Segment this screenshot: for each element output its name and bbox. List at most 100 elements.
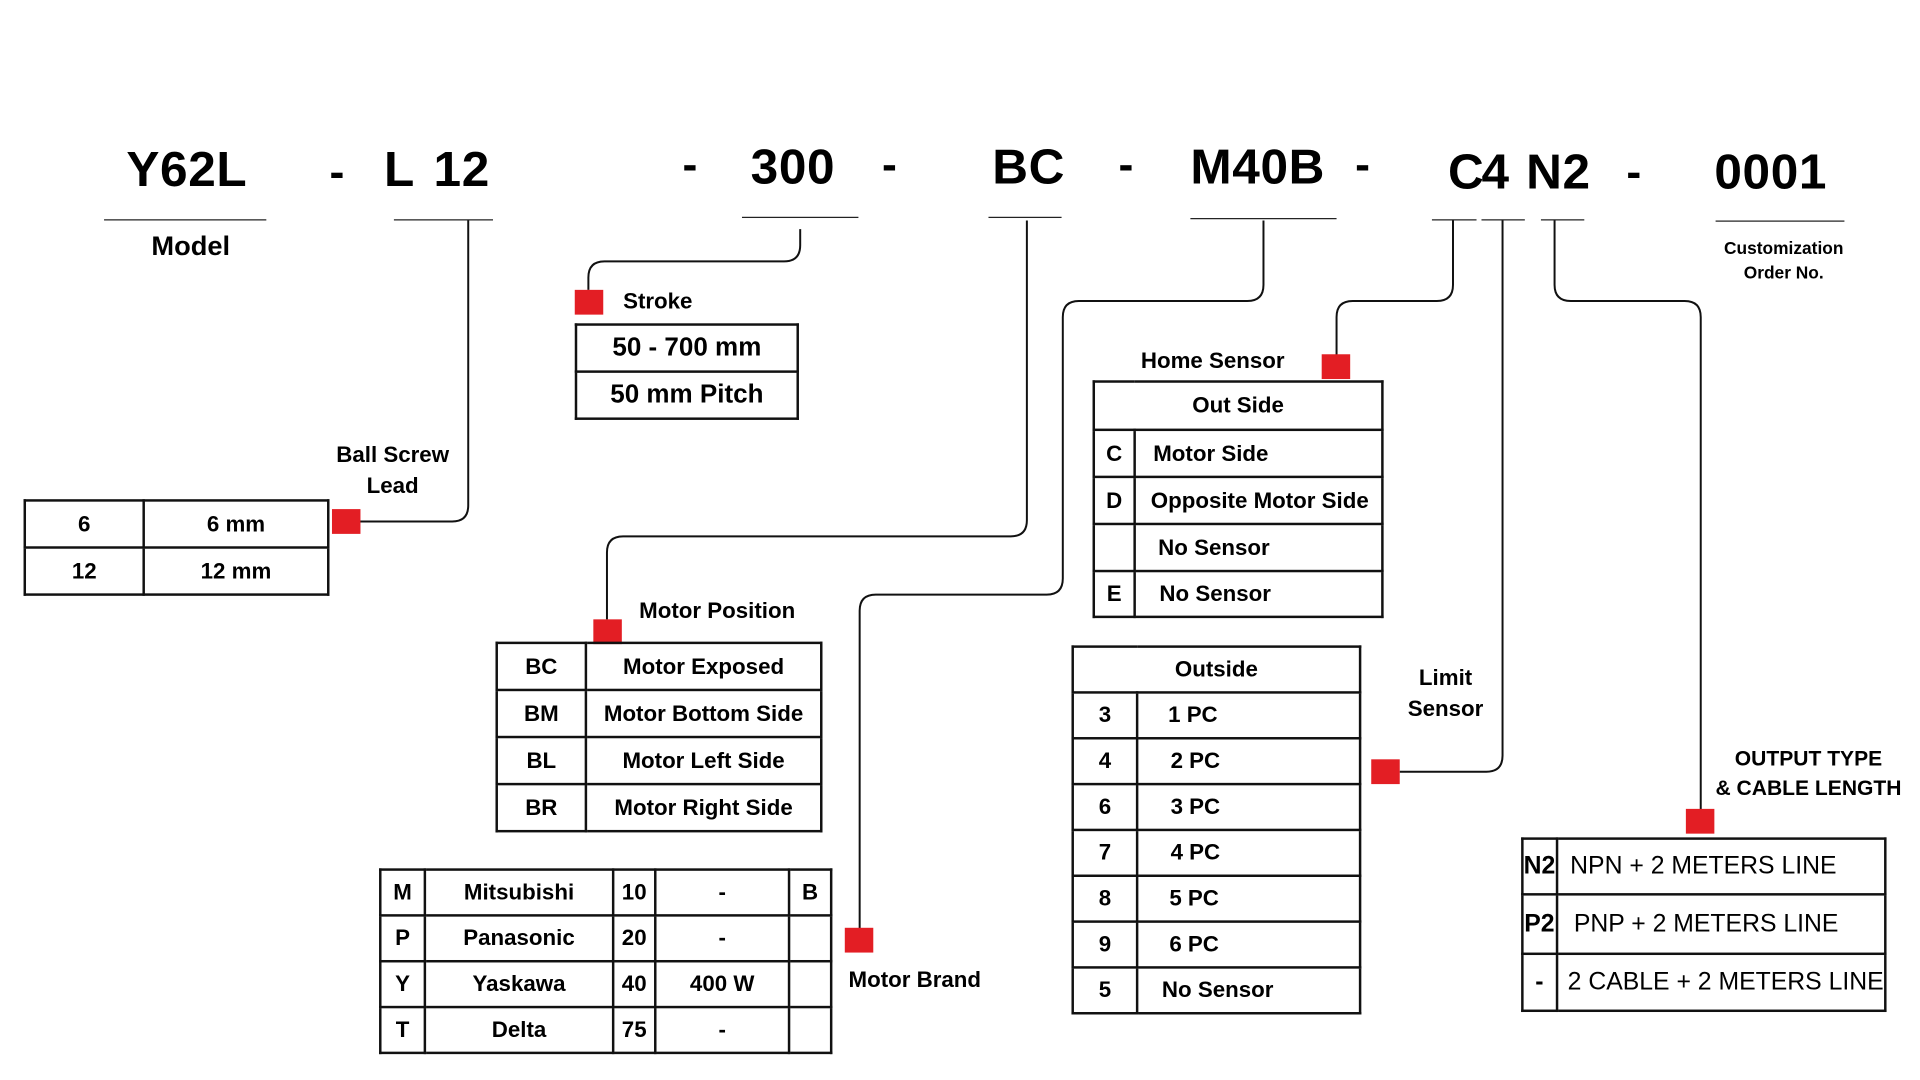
cell-power: - [654, 868, 791, 917]
cell-brake [787, 959, 833, 1009]
cell-value: No Sensor [1133, 522, 1384, 573]
table-row: 12 12 mm [23, 546, 330, 596]
cell-code: 5 [1071, 966, 1139, 1015]
connector-motor-brand [858, 220, 1265, 930]
cell-value: 12 mm [142, 546, 330, 596]
table-row: T Delta 75 - [379, 1005, 833, 1055]
table-row: Y Yaskawa 40 400 W [379, 959, 833, 1009]
marker-motor-brand [844, 927, 874, 953]
table-row: 6 6 mm [23, 499, 330, 549]
table-header-row: Outside [1071, 645, 1362, 694]
code-home-sensor: C [1448, 144, 1485, 200]
cell-value: Motor Left Side [584, 735, 823, 786]
separator: - [1355, 138, 1371, 190]
code-motor-position: BC [992, 139, 1066, 195]
marker-motor-position [593, 619, 622, 645]
table-row: 50 mm Pitch [574, 370, 799, 420]
cell-code: D [1092, 475, 1136, 526]
cell-value: 1 PC [1135, 691, 1362, 740]
underline-lead [393, 219, 494, 221]
cell-code: 12 [23, 546, 145, 596]
ball-screw-lead-label: Ball Screw Lead [325, 440, 461, 502]
customization-label: Customization Order No. [1709, 235, 1858, 285]
cell-brake [787, 1005, 833, 1055]
separator: - [329, 146, 345, 197]
cell-power: - [654, 914, 791, 963]
output-label-line1: OUTPUT TYPE [1734, 746, 1883, 771]
code-stroke: 300 [750, 139, 836, 195]
code-limit-sensor: 4 [1481, 144, 1510, 200]
cell-code [1092, 522, 1136, 573]
table-row: -2 CABLE + 2 METERS LINE [1521, 952, 1887, 1013]
cell-value: No Sensor [1135, 966, 1362, 1015]
cell-value: Motor Right Side [584, 782, 823, 833]
cell-value: NPN + 2 METERS LINE [1555, 837, 1887, 896]
cell-code: E [1092, 569, 1136, 619]
connector-limit-sensor [1399, 220, 1504, 773]
ball-screw-table: 6 6 mm 12 12 mm [23, 499, 330, 596]
limit-sensor-label: Limit Sensor [1390, 663, 1501, 725]
code-order: 0001 [1714, 144, 1828, 200]
separator: - [1118, 138, 1134, 190]
stroke-table: 50 - 700 mm 50 mm Pitch [574, 323, 799, 420]
output-type-label: OUTPUT TYPE & CABLE LENGTH [1709, 744, 1907, 803]
underline-motor-brand [1190, 218, 1337, 220]
limit-label-line2: Sensor [1407, 696, 1484, 721]
motor-brand-table: M Mitsubishi 10 - B P Panasonic 20 - Y Y… [379, 868, 833, 1055]
cell-value: Motor Exposed [584, 641, 823, 692]
cell-code: T [379, 1005, 427, 1055]
cell-code: BM [495, 688, 588, 739]
underline-model [104, 219, 267, 221]
cell-value: 4 PC [1135, 828, 1362, 877]
cell-value: 6 mm [142, 499, 330, 549]
cell-power-code: 40 [611, 959, 657, 1009]
home-sensor-label: Home Sensor [1140, 348, 1285, 373]
home-sensor-header: Out Side [1092, 380, 1384, 432]
code-model: Y62L [126, 142, 248, 197]
cell-code: P2 [1521, 893, 1558, 956]
cell-code: 6 [1071, 782, 1139, 832]
separator: - [881, 138, 897, 190]
cell-code: 7 [1071, 828, 1139, 877]
cell-value: 2 PC [1135, 737, 1362, 786]
customization-label-line1: Customization [1723, 237, 1844, 258]
cell-value: Motor Bottom Side [584, 688, 823, 739]
marker-stroke [574, 289, 604, 315]
connector-motor-position [605, 220, 1028, 620]
marker-output [1685, 808, 1715, 834]
cell-value: 5 PC [1135, 874, 1362, 923]
customization-label-line2: Order No. [1743, 262, 1824, 283]
separator: - [1626, 146, 1642, 197]
connector-output [1553, 220, 1702, 812]
cell-value: Motor Side [1133, 428, 1384, 479]
cell-value: PNP + 2 METERS LINE [1555, 893, 1887, 956]
stroke-pitch: 50 mm Pitch [574, 370, 799, 420]
cell-code: BL [495, 735, 588, 786]
limit-sensor-header: Outside [1071, 645, 1362, 694]
cell-brand: Delta [423, 1005, 615, 1055]
marker-ball-screw [331, 509, 361, 534]
cell-code: N2 [1521, 837, 1558, 896]
connector-lead [359, 220, 470, 523]
cell-code: C [1092, 428, 1136, 479]
cell-code: - [1521, 952, 1558, 1013]
cell-power-code: 75 [611, 1005, 657, 1055]
stroke-range: 50 - 700 mm [574, 323, 799, 373]
cell-code: 6 [23, 499, 145, 549]
cell-code: 8 [1071, 874, 1139, 923]
cell-value: 3 PC [1135, 782, 1362, 832]
underline-limit-sensor [1481, 219, 1525, 221]
